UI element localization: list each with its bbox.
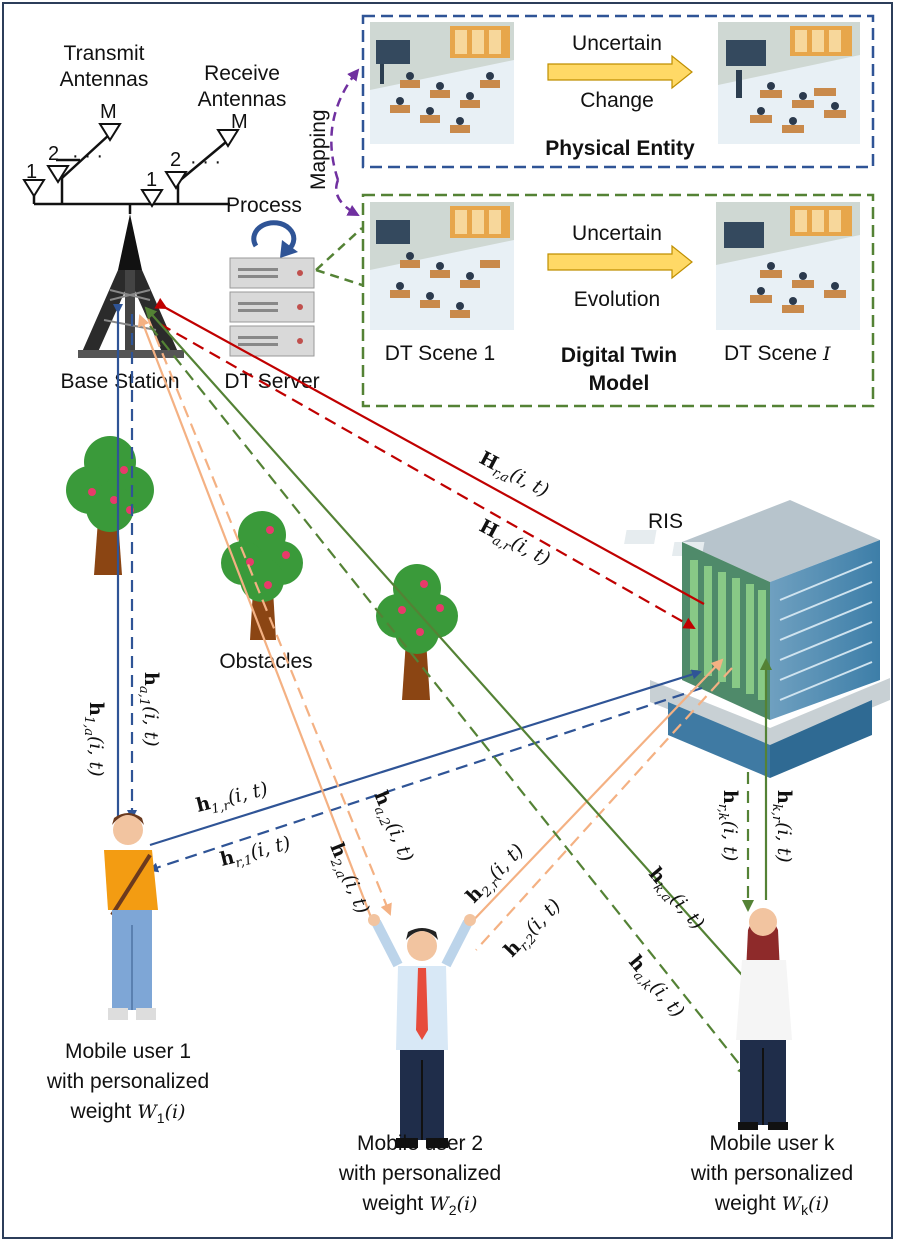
label-H-ra: Hr,a(i, t)	[474, 447, 553, 505]
classroom-image-1	[370, 22, 514, 144]
label-H-ar: Ha,r(i, t)	[474, 515, 554, 574]
label-h-1r: h1,r(i, t)	[194, 778, 271, 821]
label-h-kr: hk,r(i, t)	[769, 790, 795, 863]
user-2-line1: Mobile user 2	[357, 1132, 483, 1155]
label-h-a1: ha,1(i, t)	[136, 672, 162, 747]
user-1-line2: with personalized	[46, 1070, 209, 1093]
obstacle-trees: Obstacles	[66, 436, 458, 700]
base-station-tower: Base Station	[60, 214, 184, 393]
mapping-label: Mapping	[307, 109, 330, 190]
tree-2	[221, 511, 303, 640]
receive-label-line2: Antennas	[198, 88, 287, 111]
process-label: Process	[226, 194, 302, 217]
dt-scene-1-image	[370, 202, 514, 330]
physical-entity-title: Physical Entity	[545, 137, 695, 160]
base-station-label: Base Station	[60, 370, 179, 393]
receive-label-line1: Receive	[204, 62, 280, 85]
tx-ellipsis: · · ·	[72, 145, 103, 167]
mapping-arrows: Mapping	[307, 68, 360, 217]
dt-scene-i-image	[716, 202, 860, 330]
rx-number-m: M	[231, 111, 248, 133]
uncertain-evolution-arrow	[547, 244, 693, 280]
label-h-2a: h2,a(i, t)	[322, 840, 374, 919]
process-cycle-icon	[251, 220, 297, 252]
label-h-r2: hr,2(i, t)	[500, 895, 568, 965]
physical-entity-box: Uncertain Change Physical Entity	[361, 14, 875, 169]
dt-title-line2: Model	[589, 372, 650, 395]
dt-scene-1-label: DT Scene 1	[385, 342, 496, 365]
dt-server: Process DT Server	[224, 194, 363, 393]
classroom-image-2	[718, 22, 860, 144]
rx-number-2: 2	[170, 149, 181, 171]
tx-number-2: 2	[48, 143, 59, 165]
tree-3	[376, 564, 458, 700]
rx-ellipsis: · · ·	[190, 151, 221, 173]
rx-number-1: 1	[146, 169, 157, 191]
user-2-line2: with personalized	[338, 1162, 501, 1185]
ris-label: RIS	[648, 510, 683, 533]
dt-title-line1: Digital Twin	[561, 344, 677, 367]
label-h-a2: ha,2(i, t)	[366, 788, 418, 867]
physical-arrow-top-label: Uncertain	[572, 32, 662, 55]
uncertain-change-arrow	[547, 54, 693, 90]
ris-building: RIS	[624, 500, 890, 778]
transmit-label-line2: Antennas	[60, 68, 149, 91]
user-1-line1: Mobile user 1	[65, 1040, 191, 1063]
transmit-label-line1: Transmit	[64, 42, 145, 65]
dt-arrow-bottom-label: Evolution	[574, 288, 660, 311]
label-h-1a: h1,a(i, t)	[81, 702, 107, 777]
label-h-r1: hr,1(i, t)	[218, 832, 294, 875]
obstacles-label: Obstacles	[219, 650, 312, 673]
user-k-line1: Mobile user k	[710, 1132, 835, 1155]
user-k-line2: with personalized	[690, 1162, 853, 1185]
channel-lines	[113, 297, 772, 1077]
tx-number-1: 1	[26, 161, 37, 183]
tree-1	[66, 436, 154, 575]
tx-number-m: M	[100, 101, 117, 123]
label-h-rk: hr,k(i, t)	[715, 790, 741, 861]
dt-arrow-top-label: Uncertain	[572, 222, 662, 245]
label-h-ka: hk,a(i, t)	[641, 863, 709, 937]
dt-server-label: DT Server	[224, 370, 319, 393]
physical-arrow-bottom-label: Change	[580, 89, 654, 112]
antenna-array: Transmit Antennas Receive Antennas 1	[22, 42, 287, 214]
